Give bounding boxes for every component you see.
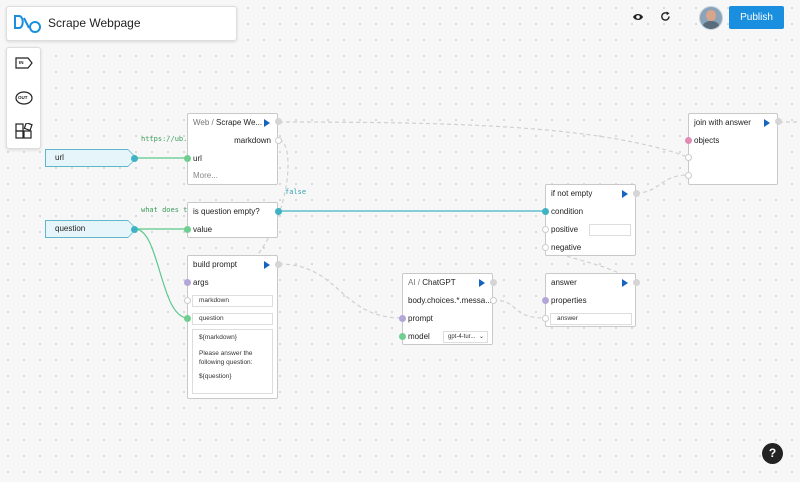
join-with-answer-node[interactable]: join with answer objects (688, 113, 778, 185)
join-obj2-in-port[interactable] (685, 172, 692, 179)
ifnot-positive-in-port[interactable] (542, 226, 549, 233)
wire-scrape-to-join (278, 121, 689, 158)
build-question-in-port[interactable] (184, 315, 191, 322)
run-icon[interactable] (479, 279, 485, 287)
run-icon[interactable] (264, 261, 270, 269)
answer-prop-in-port[interactable] (542, 315, 549, 322)
condition-label: condition (551, 207, 584, 216)
run-icon[interactable] (764, 119, 770, 127)
arg-markdown-field[interactable]: markdown (192, 295, 273, 307)
answer-node[interactable]: answer properties answer (545, 273, 636, 327)
chatgpt-run-port[interactable] (490, 279, 497, 286)
input-prompt-label: prompt (408, 314, 433, 323)
wire-build-to-prompt (278, 263, 403, 319)
input-url-out-port[interactable] (131, 155, 138, 162)
node-header: if not empty (546, 185, 635, 203)
input-node-label: question (55, 224, 86, 233)
empty-out-port[interactable] (275, 208, 282, 215)
chatgpt-node[interactable]: AI / ChatGPT body.choices.*.messa... pro… (402, 273, 493, 345)
blocks-icon (15, 121, 33, 139)
build-out-port[interactable] (275, 261, 282, 268)
more-link[interactable]: More... (193, 171, 218, 180)
add-output-button[interactable]: OUT (15, 91, 33, 105)
chatgpt-path-out-port[interactable] (490, 297, 497, 304)
add-block-button[interactable] (15, 121, 33, 141)
wire-question-to-build (134, 228, 189, 319)
join-out-port[interactable] (775, 118, 782, 125)
input-node-icon (15, 57, 33, 69)
page-title[interactable]: Scrape Webpage (48, 16, 141, 30)
arg-question-field[interactable]: question (192, 313, 273, 325)
input-node-url[interactable]: url (45, 149, 137, 167)
avatar[interactable] (699, 6, 723, 30)
scrape-url-in-port[interactable] (184, 155, 191, 162)
args-label: args (193, 278, 209, 287)
build-prompt-node[interactable]: build prompt args markdown question ${ma… (187, 255, 278, 399)
chatgpt-model-in-port[interactable] (399, 333, 406, 340)
input-value-label: value (193, 225, 213, 234)
scrape-markdown-out-port[interactable] (275, 137, 282, 144)
edge-label-question: what does t (141, 206, 188, 214)
is-question-empty-node[interactable]: is question empty? value (187, 202, 278, 238)
node-header: is question empty? (193, 207, 260, 216)
wire-ifnot-to-join (635, 174, 689, 194)
build-args-in-port[interactable] (184, 279, 191, 286)
if-not-empty-node[interactable]: if not empty condition positive negative (545, 184, 636, 256)
ifnot-out-port[interactable] (633, 190, 640, 197)
node-header: AI / ChatGPT (403, 274, 492, 292)
left-toolbar: IN OUT (6, 47, 41, 149)
properties-label: properties (551, 296, 587, 305)
help-icon: ? (768, 446, 777, 460)
join-obj1-in-port[interactable] (685, 154, 692, 161)
edge-label-false: false (285, 188, 307, 196)
output-node-icon (15, 91, 33, 105)
scrape-webpage-node[interactable]: Web / Scrape We... markdown url More... (187, 113, 278, 185)
app-logo-icon (14, 15, 41, 33)
chevron-down-icon: ⌄ (478, 334, 484, 340)
in-label: IN (19, 60, 24, 65)
output-markdown: markdown (234, 136, 271, 145)
ifnot-condition-in-port[interactable] (542, 208, 549, 215)
input-question-out-port[interactable] (131, 226, 138, 233)
input-model-label: model (408, 332, 430, 341)
wire-chatgpt-to-answer (492, 299, 546, 319)
run-icon[interactable] (264, 119, 270, 127)
run-icon[interactable] (622, 190, 628, 198)
node-header: join with answer (689, 114, 777, 132)
build-markdown-in-port[interactable] (184, 297, 191, 304)
positive-field[interactable] (589, 224, 631, 236)
answer-properties-in-port[interactable] (542, 297, 549, 304)
help-button[interactable]: ? (762, 443, 783, 464)
input-node-label: url (55, 153, 64, 162)
node-header: answer (546, 274, 635, 292)
title-bar: Scrape Webpage (6, 6, 237, 41)
property-answer-field[interactable]: answer (550, 313, 632, 325)
answer-out-port[interactable] (633, 279, 640, 286)
out-label: OUT (18, 95, 28, 100)
empty-value-in-port[interactable] (184, 226, 191, 233)
template-field[interactable]: ${markdown} Please answer the following … (192, 329, 273, 394)
model-select[interactable]: gpt-4-tur... ⌄ (443, 331, 488, 343)
scrape-run-port[interactable] (275, 118, 282, 125)
negative-label: negative (551, 243, 582, 252)
chatgpt-prompt-in-port[interactable] (399, 315, 406, 322)
ifnot-negative-in-port[interactable] (542, 244, 549, 251)
positive-label: positive (551, 225, 579, 234)
publish-button[interactable]: Publish (729, 6, 784, 29)
objects-label: objects (694, 136, 720, 145)
refresh-icon[interactable] (660, 11, 671, 22)
input-node-question[interactable]: question (45, 220, 137, 238)
run-icon[interactable] (622, 279, 628, 287)
join-objects-in-port[interactable] (685, 137, 692, 144)
output-path: body.choices.*.messa... (408, 296, 492, 305)
node-header: build prompt (188, 256, 277, 274)
edge-label-url: https://ub.io (141, 135, 196, 143)
preview-eye-icon[interactable] (632, 12, 644, 22)
wire-markdown-to-build (186, 139, 289, 301)
input-url-label: url (193, 154, 202, 163)
node-header: Web / Scrape We... (188, 114, 277, 132)
add-input-button[interactable]: IN (15, 57, 33, 69)
